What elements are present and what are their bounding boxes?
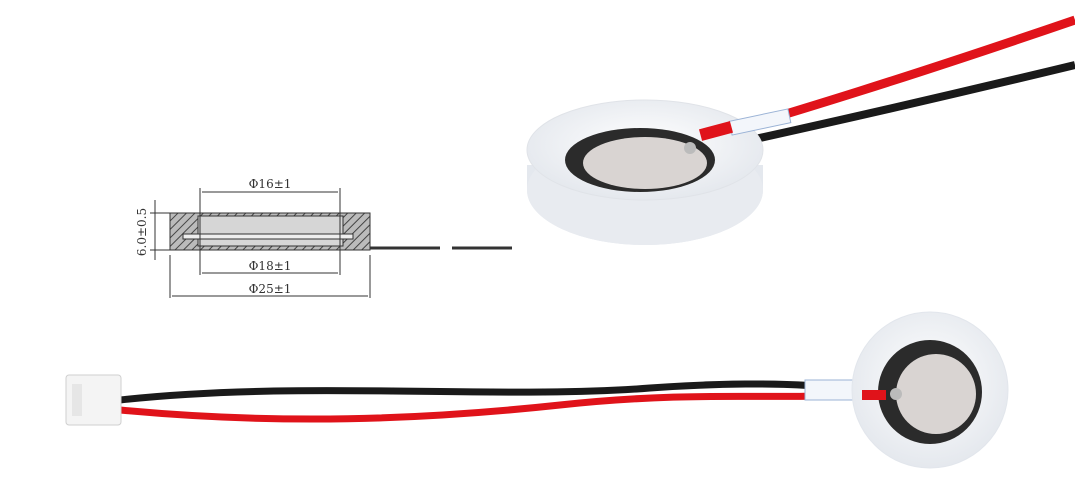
transducer-angled-view — [526, 15, 1075, 245]
ceramic-element — [896, 354, 976, 434]
transducer-with-cable — [65, 311, 1009, 469]
disc-diameter-label: Φ18±1 — [249, 259, 292, 273]
ceramic-element — [583, 137, 707, 189]
inner-diameter-label: Φ16±1 — [249, 177, 292, 191]
black-wire — [119, 380, 816, 404]
height-label: 6.0±0.5 — [135, 208, 149, 256]
dimension-drawing — [150, 188, 512, 298]
outer-diameter-label: Φ25±1 — [249, 282, 292, 296]
red-wire — [119, 392, 816, 423]
